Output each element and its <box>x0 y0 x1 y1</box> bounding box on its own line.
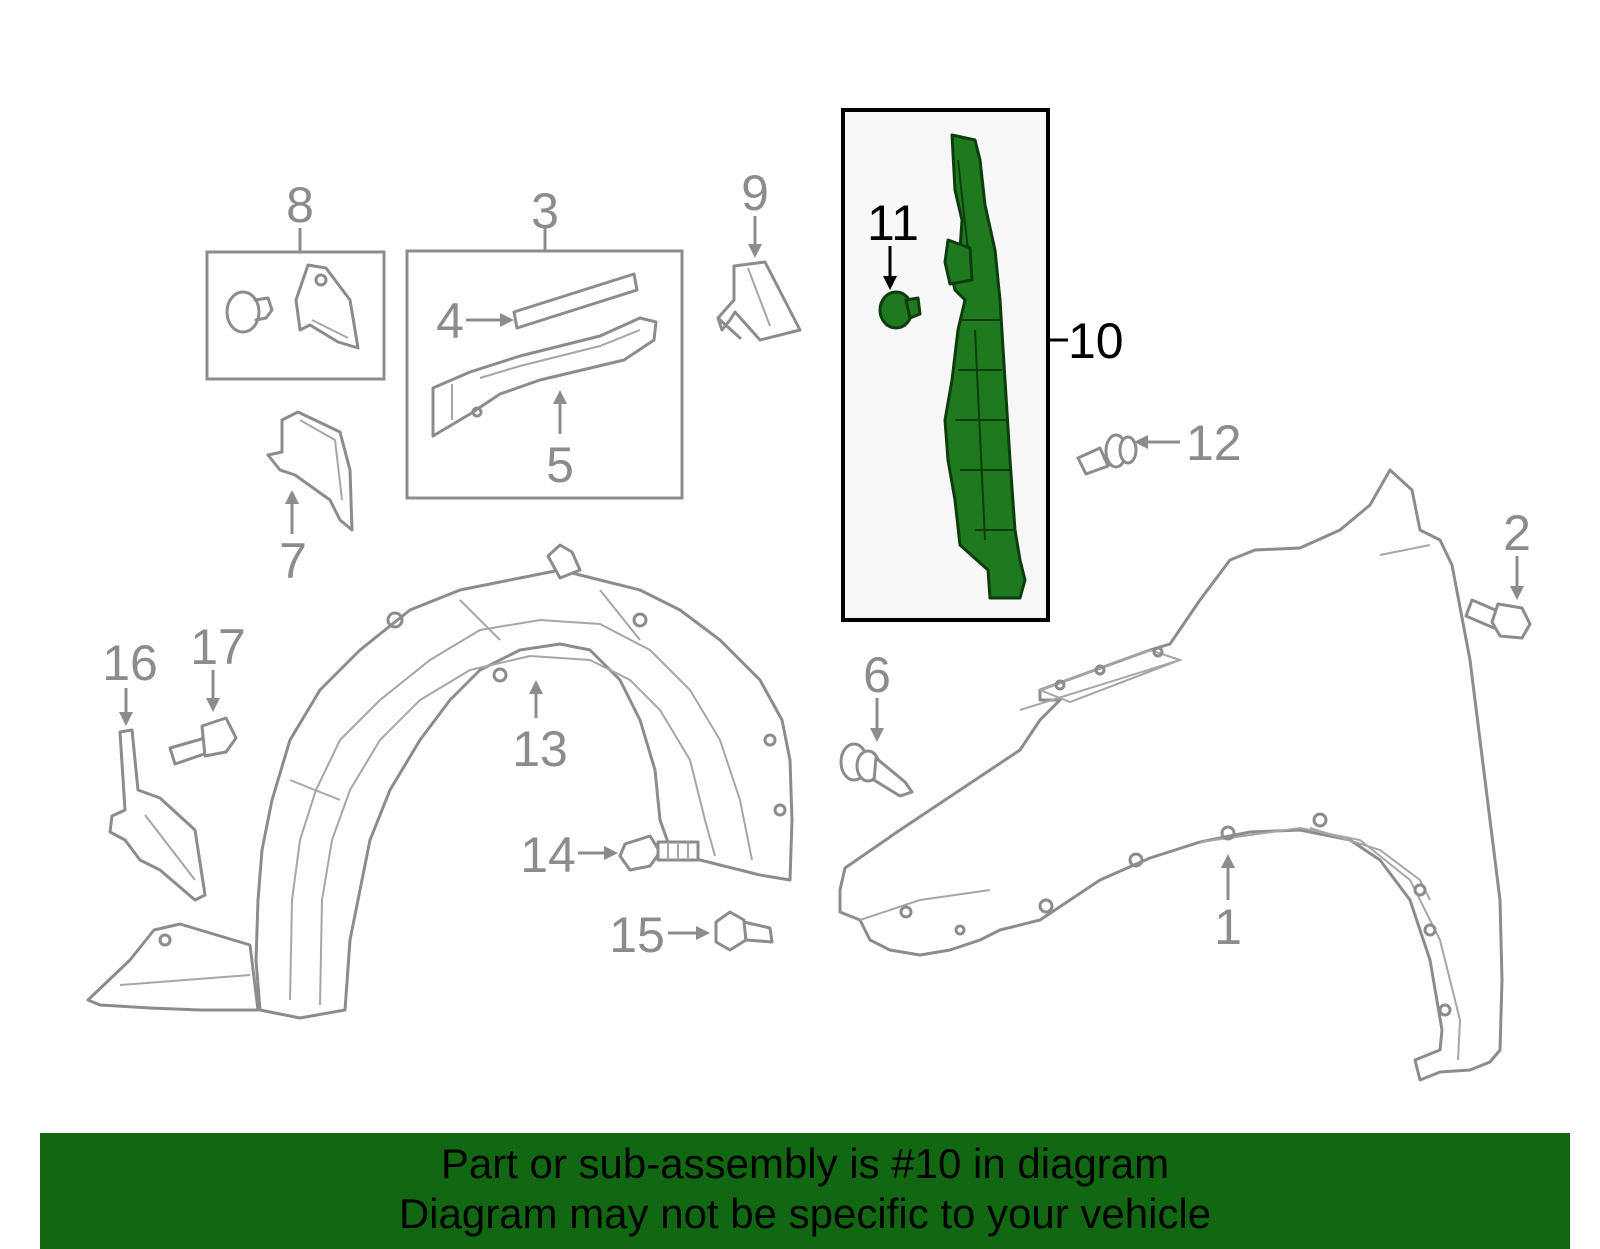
part-2-bolt <box>1464 598 1532 640</box>
part-1-fender <box>838 468 1504 1082</box>
part-3-group <box>405 228 684 500</box>
callout-3: 3 <box>531 183 559 239</box>
callout-7: 7 <box>279 533 307 589</box>
callout-4: 4 <box>436 293 464 349</box>
callout-1: 1 <box>1214 899 1242 955</box>
callout-9: 9 <box>741 165 769 221</box>
part-10-highlight-box <box>841 108 1050 622</box>
banner-line-1: Part or sub-assembly is #10 in diagram <box>440 1140 1170 1187</box>
callout-5: 5 <box>546 437 574 493</box>
callout-15: 15 <box>609 907 665 963</box>
part-6-clip <box>839 742 914 798</box>
callout-6: 6 <box>863 647 891 703</box>
banner-line-2: Diagram may not be specific to your vehi… <box>398 1190 1212 1237</box>
callout-2: 2 <box>1503 505 1531 561</box>
callout-10: 10 <box>1068 313 1124 369</box>
part-8-group <box>205 228 386 381</box>
callout-8: 8 <box>286 177 314 233</box>
part-15-clip <box>714 910 774 952</box>
info-banner: Part or sub-assembly is #10 in diagram D… <box>40 1133 1570 1249</box>
callout-12: 12 <box>1186 415 1242 471</box>
part-9 <box>716 260 802 342</box>
part-17-bolt <box>168 716 238 766</box>
part-14-bolt <box>618 834 700 872</box>
callout-16: 16 <box>102 635 158 691</box>
part-16 <box>108 728 207 902</box>
part-12 <box>1076 433 1138 476</box>
callout-17: 17 <box>190 619 246 675</box>
callout-13: 13 <box>512 721 568 777</box>
part-7 <box>266 410 354 532</box>
callout-14: 14 <box>520 827 576 883</box>
part-13-liner <box>86 543 794 1020</box>
callout-11: 11 <box>867 195 919 251</box>
